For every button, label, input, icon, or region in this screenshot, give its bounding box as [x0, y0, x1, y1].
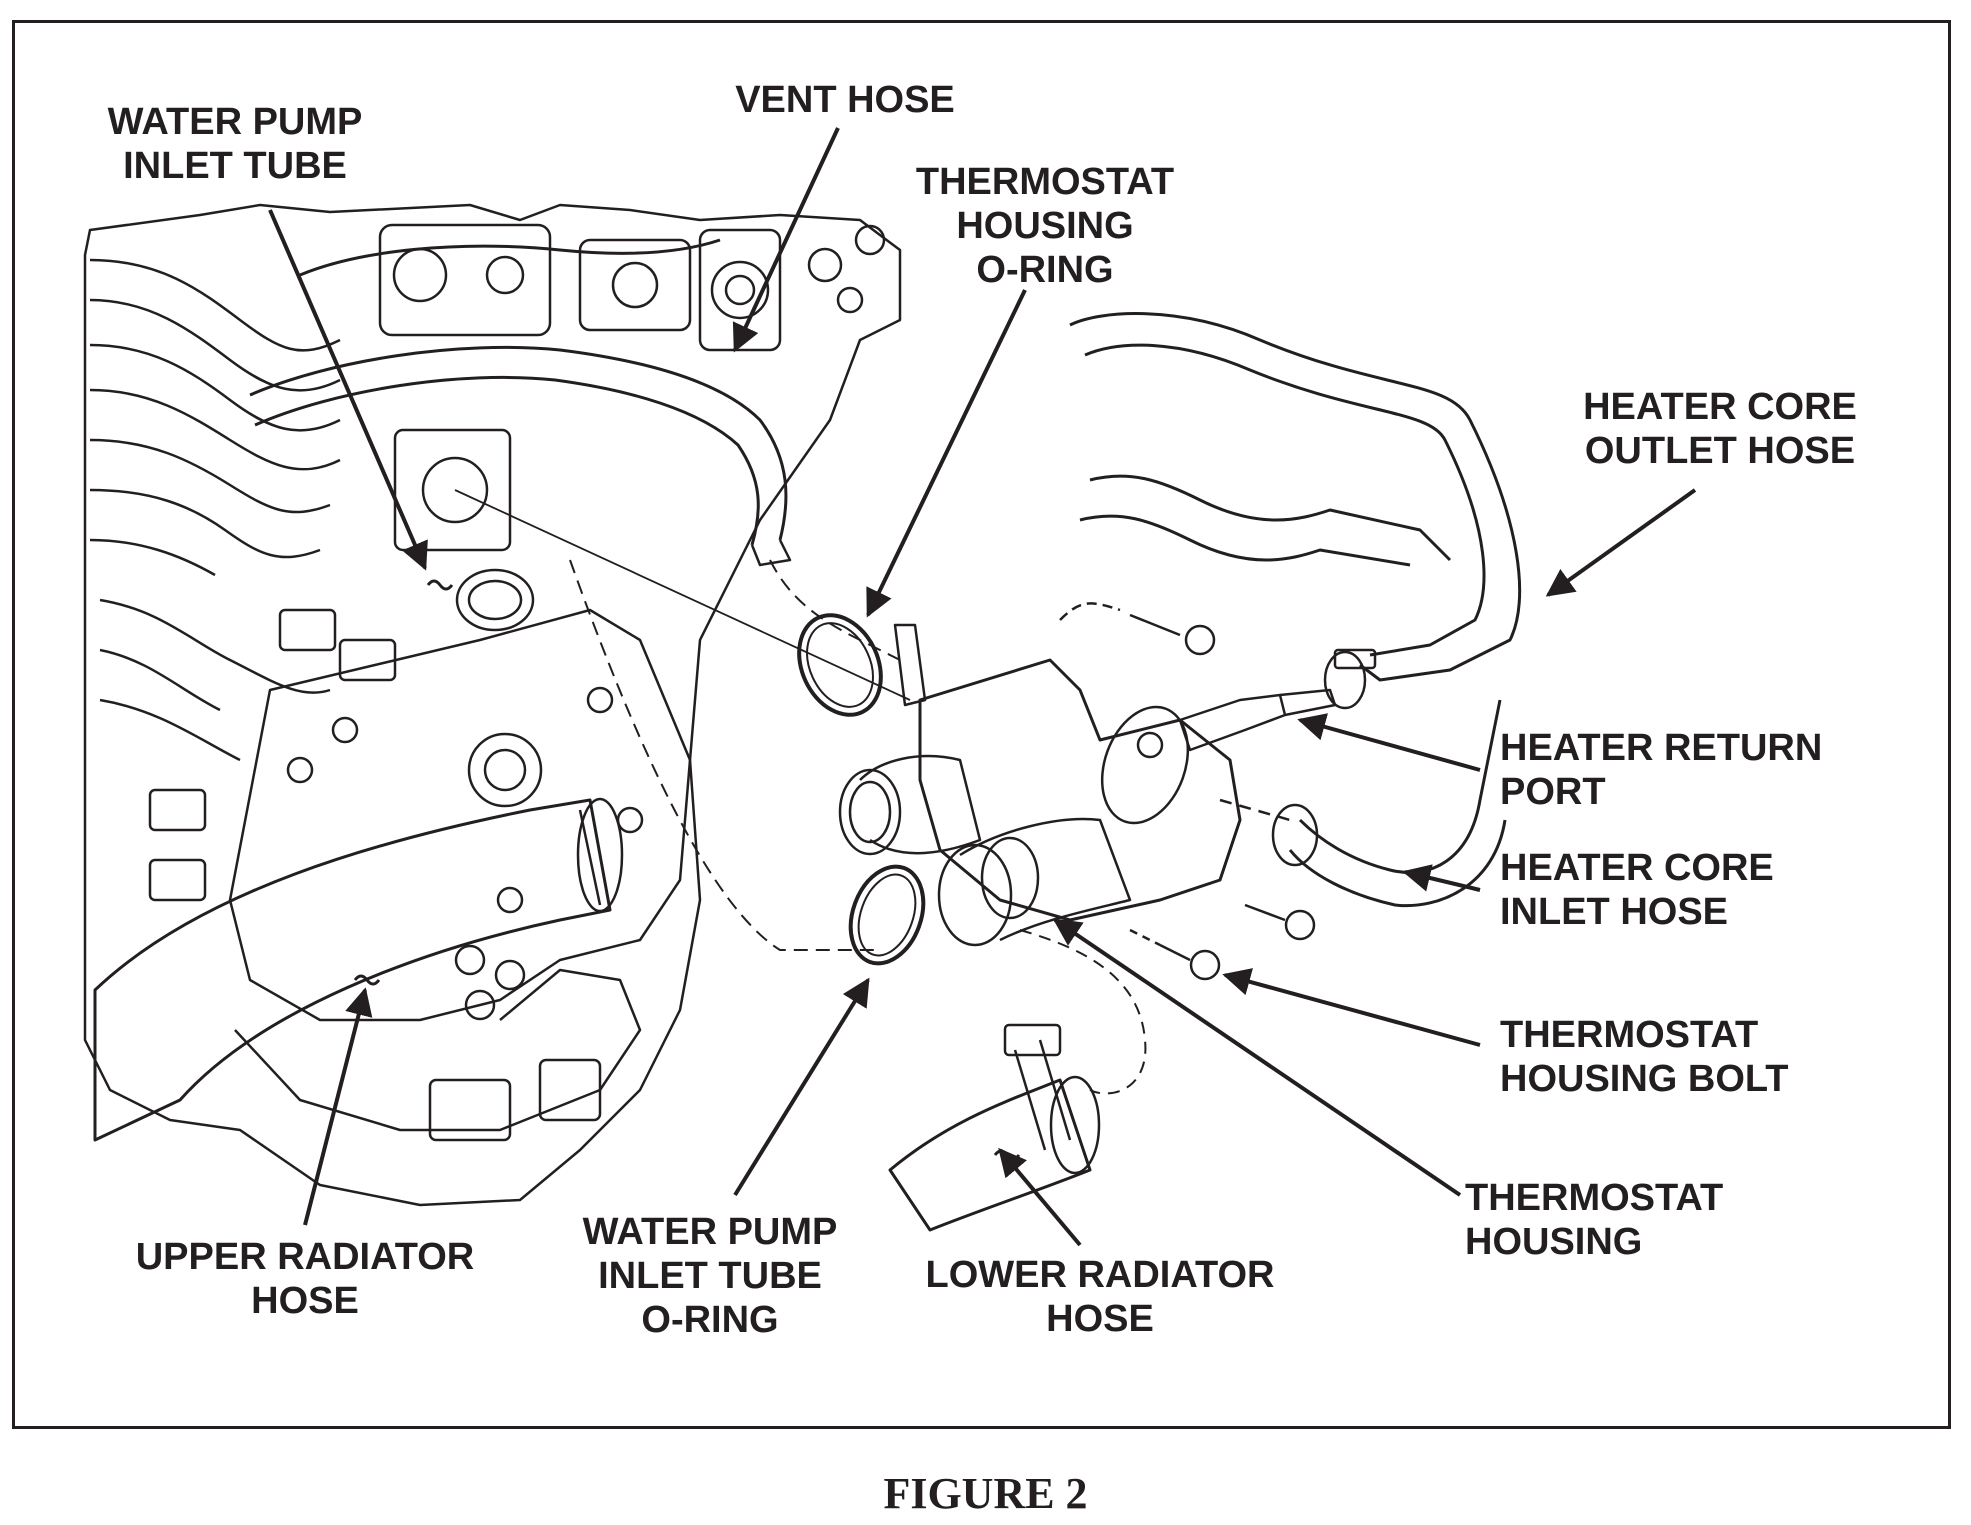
water-pump-inlet-tube-o-ring: [848, 864, 926, 966]
arrow-lower-radiator-hose: [998, 1147, 1082, 1247]
arrow-water-pump-inlet-tube: [268, 209, 428, 571]
heater-core-outlet-hose: [1069, 312, 1522, 682]
arrow-thermostat-housing: [1052, 918, 1462, 1197]
arrow-heater-return-port: [1297, 713, 1481, 772]
callout-vent-hose: VENT HOSE: [735, 79, 955, 121]
callout-thermostat-housing-o-ring: THERMOSTAT HOUSING O-RING: [915, 161, 1175, 291]
figure-caption: FIGURE 2: [883, 1469, 1088, 1518]
exploded-parts: [454, 312, 1522, 1232]
callout-heater-core-inlet-hose: HEATER CORE INLET HOSE: [1500, 847, 1774, 933]
arrow-heater-core-inlet-hose: [1402, 864, 1481, 892]
callout-water-pump-inlet-tube: WATER PUMP INLET TUBE: [107, 101, 363, 187]
engine-outline: [83, 203, 902, 1207]
water-pump-inlet-tube-opening: [455, 568, 535, 632]
leader-arrows: [268, 127, 1697, 1247]
callout-heater-core-outlet-hose: HEATER CORE OUTLET HOSE: [1583, 386, 1857, 472]
arrow-thermostat-housing-o-ring: [866, 289, 1027, 618]
upper-radiator-hose: [93, 798, 612, 1142]
arrow-vent-hose: [732, 127, 840, 353]
vent-hose: [249, 345, 788, 541]
thermostat-housing-bolts: [1059, 602, 1316, 981]
timing-cover: [228, 608, 692, 1022]
heater-core-inlet-hose: [1298, 699, 1502, 874]
arrow-water-pump-inlet-tube-o-ring: [733, 977, 870, 1197]
callout-lower-radiator-hose: LOWER RADIATOR HOSE: [925, 1254, 1275, 1340]
lower-radiator-hose: [888, 1078, 1092, 1232]
callout-upper-radiator-hose: UPPER RADIATOR HOSE: [135, 1236, 475, 1322]
arrow-heater-core-outlet-hose: [1545, 488, 1697, 597]
callout-thermostat-housing-bolt: THERMOSTAT HOUSING BOLT: [1500, 1014, 1789, 1100]
callout-heater-return-port: HEATER RETURN PORT: [1500, 727, 1823, 813]
figure-frame: [12, 20, 1951, 1429]
engine-assembly: [83, 203, 902, 1207]
heater-return-port: [1178, 693, 1287, 752]
thermostat-housing-o-ring: [797, 613, 883, 717]
arrow-upper-radiator-hose: [303, 987, 373, 1226]
callout-thermostat-housing: THERMOSTAT HOUSING: [1465, 1177, 1724, 1263]
callout-water-pump-inlet-tube-o-ring: WATER PUMP INLET TUBE O-RING: [582, 1211, 838, 1341]
arrow-thermostat-housing-bolt: [1222, 968, 1481, 1047]
